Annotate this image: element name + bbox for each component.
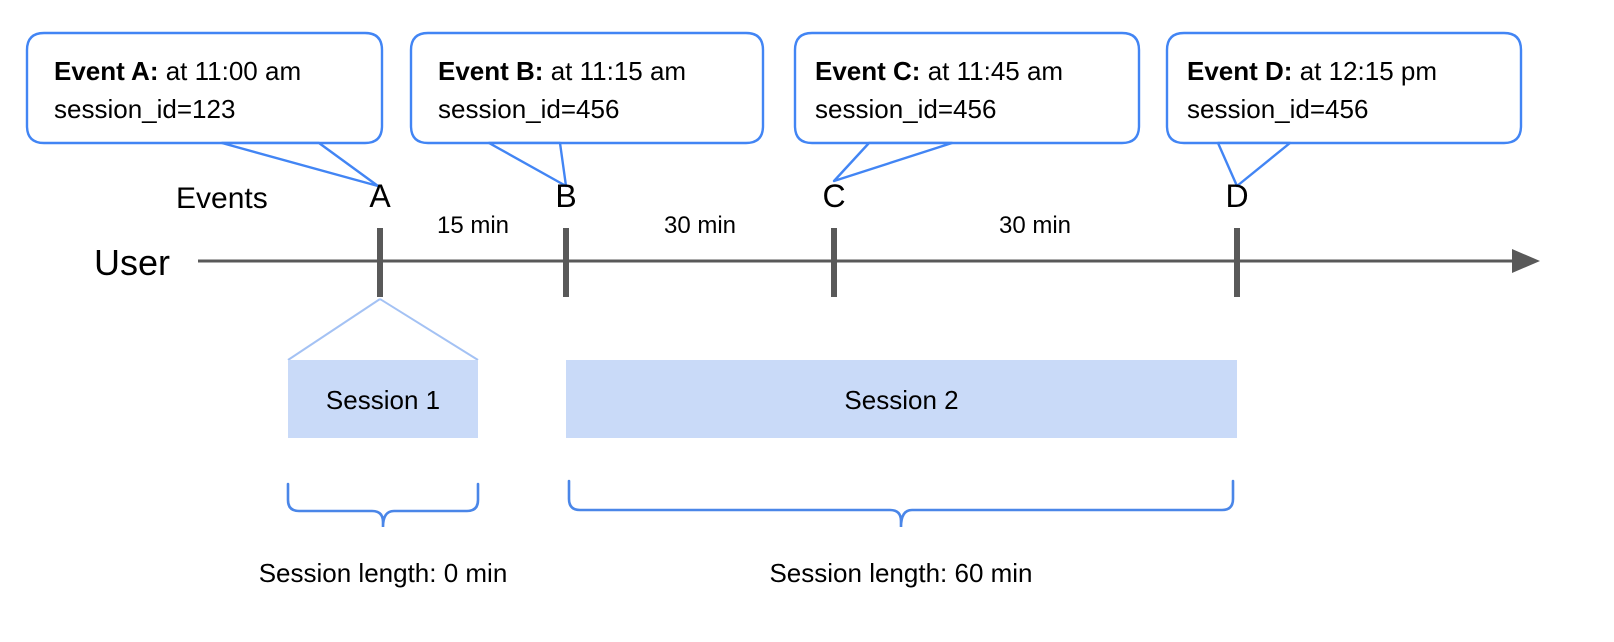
session2-bracket bbox=[567, 479, 1235, 528]
gap-label-cd: 30 min bbox=[998, 212, 1072, 239]
marker-label-c: C bbox=[822, 178, 846, 214]
callout-bubble-c bbox=[793, 31, 1141, 183]
session-label-2: Session 2 bbox=[844, 385, 959, 415]
session1-bracket bbox=[286, 482, 480, 528]
session-length-label-2: Session length: 60 min bbox=[769, 558, 1033, 588]
session-bar-2 bbox=[566, 360, 1237, 438]
marker-label-b: B bbox=[555, 178, 577, 214]
user-axis-label: User bbox=[94, 242, 171, 283]
events-row-label: Events bbox=[176, 182, 268, 215]
timeline-axis bbox=[198, 249, 1540, 273]
gap-label-bc: 30 min bbox=[663, 212, 737, 239]
session1-funnel bbox=[287, 298, 479, 361]
callout-bubble-a bbox=[25, 31, 384, 188]
session-length-label-1: Session length: 0 min bbox=[258, 558, 508, 588]
session-label-1: Session 1 bbox=[325, 385, 441, 415]
callout-bubble-b bbox=[409, 31, 765, 188]
marker-label-a: A bbox=[369, 178, 391, 214]
marker-label-d: D bbox=[1225, 178, 1249, 214]
session-bar-1 bbox=[288, 360, 478, 438]
gap-label-ab: 15 min bbox=[436, 212, 510, 239]
callout-bubble-d bbox=[1165, 31, 1523, 188]
